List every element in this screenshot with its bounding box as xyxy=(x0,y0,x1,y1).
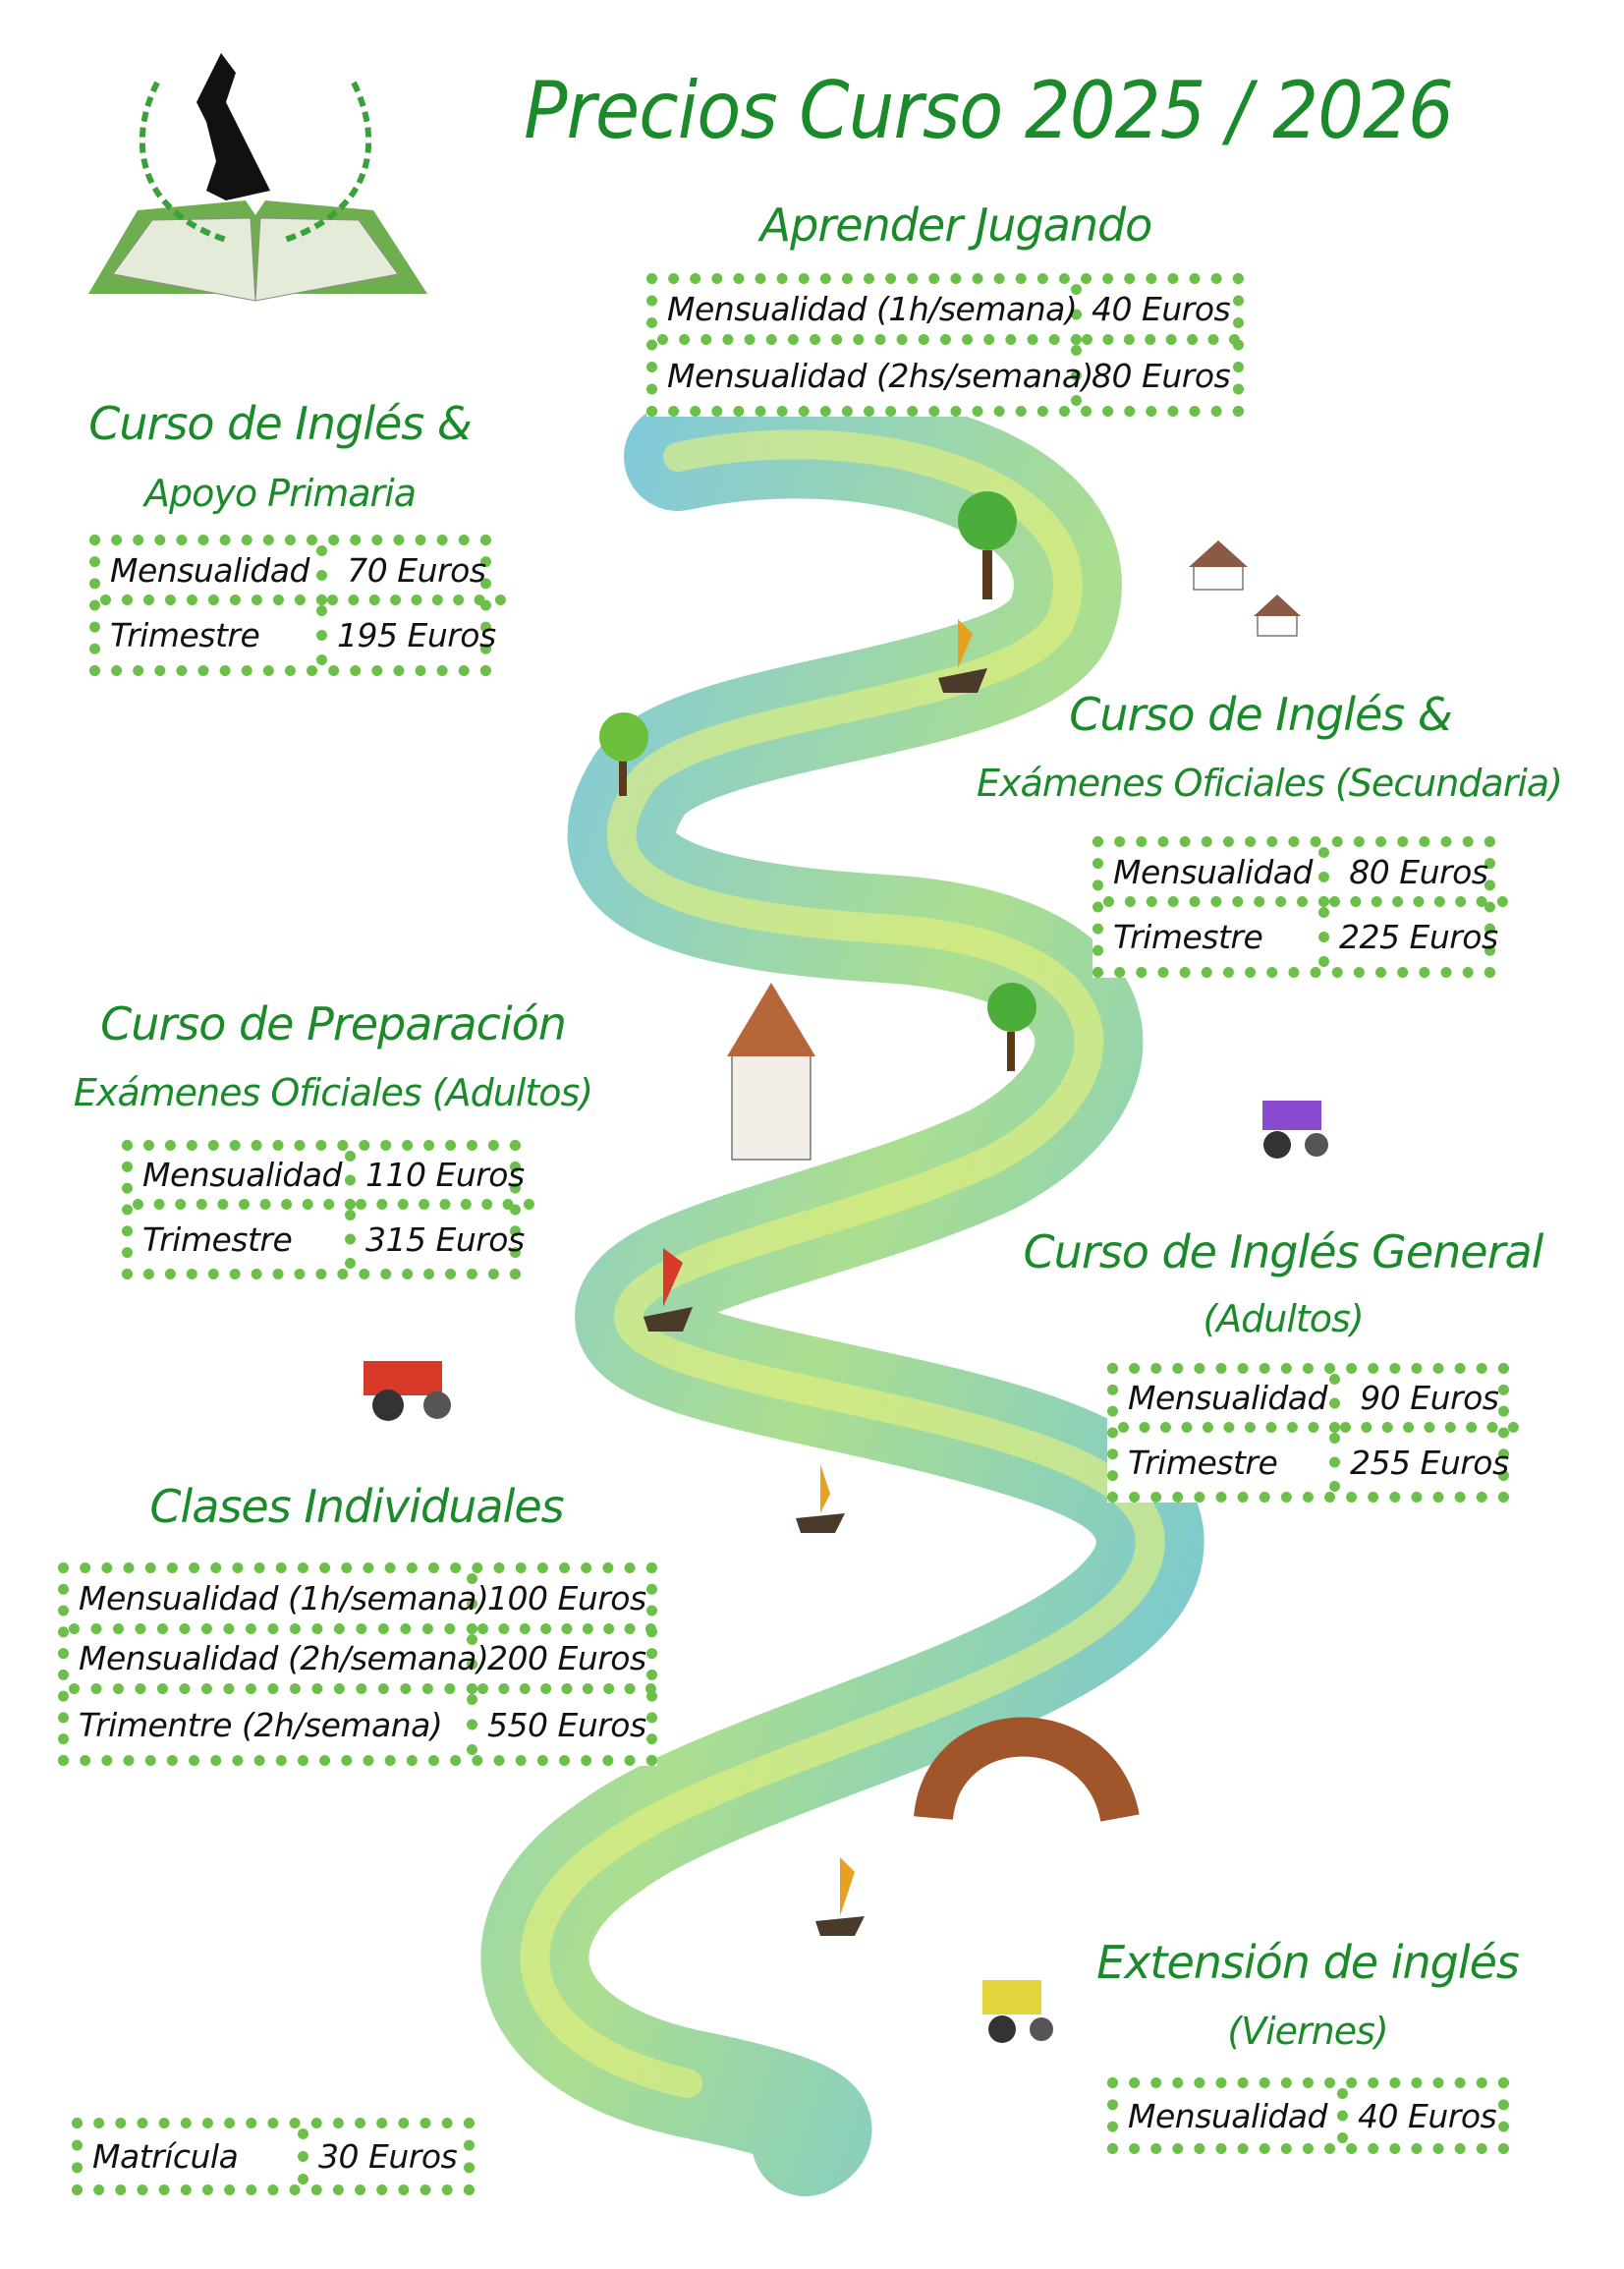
general-title: Curso de Inglés General xyxy=(1023,1225,1544,1278)
tractor-icon xyxy=(1262,1101,1328,1159)
price-label: Trimentre (2h/semana) xyxy=(69,1694,477,1755)
church-icon xyxy=(727,983,815,1161)
extension-title: Extensión de inglés xyxy=(1096,1936,1520,1989)
price-label: Mensualidad (2hs/semana) xyxy=(657,345,1093,406)
boat-icon xyxy=(644,1248,693,1332)
price-label: Trimestre xyxy=(1118,1433,1340,1492)
secundaria-subtitle: Exámenes Oficiales (Secundaria) xyxy=(977,762,1563,805)
tree-icon xyxy=(987,983,1036,1071)
page-title: Precios Curso 2025 / 2026 xyxy=(524,65,1454,156)
tractor-icon xyxy=(982,1980,1053,2043)
price-label: Mensualidad xyxy=(1118,2088,1348,2143)
price-label: Mensualidad xyxy=(100,545,327,605)
boat-icon xyxy=(938,619,987,693)
price-label: Mensualidad xyxy=(133,1151,356,1210)
price-value: 40 Euros xyxy=(1082,284,1241,345)
price-label: Matrícula xyxy=(83,2128,308,2184)
price-value: 550 Euros xyxy=(487,1705,646,1744)
price-label: Trimestre xyxy=(1103,907,1329,967)
logo xyxy=(79,43,432,311)
tree-icon xyxy=(599,712,648,796)
price-value: 315 Euros xyxy=(365,1220,525,1259)
aprender-title: Aprender Jugando xyxy=(759,199,1153,252)
price-value: 110 Euros xyxy=(356,1151,534,1210)
price-value: 80 Euros xyxy=(1092,356,1231,395)
extension-subtitle: (Viernes) xyxy=(1227,2010,1388,2053)
price-value: 255 Euros xyxy=(1350,1443,1509,1482)
extension-price-table: Mensualidad 40 Euros xyxy=(1107,2077,1509,2154)
price-label: Trimestre xyxy=(133,1210,356,1269)
price-value: 200 Euros xyxy=(477,1634,656,1695)
price-label: Mensualidad xyxy=(1103,847,1329,907)
boat-icon xyxy=(796,1464,845,1533)
secundaria-title: Curso de Inglés & xyxy=(1069,688,1452,741)
price-label: Trimestre xyxy=(100,605,327,665)
primaria-title: Curso de Inglés & xyxy=(88,397,472,450)
house-icon xyxy=(1189,540,1248,591)
price-label: Mensualidad xyxy=(1118,1374,1340,1433)
price-value: 70 Euros xyxy=(327,545,506,605)
tree-icon xyxy=(958,491,1017,599)
preparacion-title: Curso de Preparación xyxy=(100,997,567,1050)
tractor-icon xyxy=(364,1361,451,1421)
logo-icon xyxy=(88,53,427,302)
price-label: Mensualidad (1h/semana) xyxy=(657,284,1082,345)
house-icon xyxy=(1254,595,1301,637)
price-value: 225 Euros xyxy=(1339,918,1498,956)
boat-icon xyxy=(815,1857,865,1936)
general-subtitle: (Adultos) xyxy=(1203,1297,1364,1340)
price-label: Mensualidad (2h/semana) xyxy=(69,1633,489,1695)
price-value: 30 Euros xyxy=(318,2137,458,2176)
price-value: 100 Euros xyxy=(477,1573,656,1634)
preparacion-subtitle: Exámenes Oficiales (Adultos) xyxy=(73,1071,593,1114)
individuales-title: Clases Individuales xyxy=(149,1480,564,1533)
primaria-subtitle: Apoyo Primaria xyxy=(143,472,417,515)
matricula-price-table: Matrícula 30 Euros xyxy=(72,2118,475,2195)
price-value: 195 Euros xyxy=(337,616,496,654)
bridge-icon xyxy=(914,1717,1140,1823)
price-value: 40 Euros xyxy=(1358,2096,1497,2135)
price-label: Mensualidad (1h/semana) xyxy=(69,1573,489,1634)
price-value: 80 Euros xyxy=(1329,847,1508,907)
price-value: 90 Euros xyxy=(1340,1374,1519,1433)
